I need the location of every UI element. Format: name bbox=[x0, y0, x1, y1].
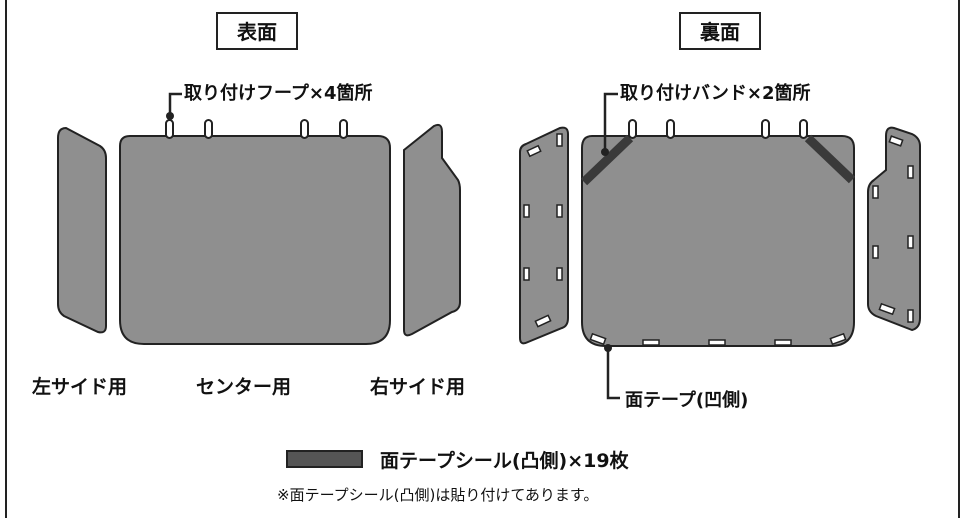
back-right-tapes bbox=[872, 135, 914, 323]
tape-bc-5 bbox=[829, 332, 847, 346]
tape-br-1 bbox=[888, 135, 904, 147]
tape-bc-4 bbox=[774, 339, 792, 346]
front-loop-4 bbox=[339, 119, 348, 139]
front-loop-3 bbox=[300, 119, 309, 139]
tape-bc-3 bbox=[708, 339, 726, 346]
tape-bl-5 bbox=[523, 267, 530, 281]
front-left-side-panel bbox=[57, 126, 107, 334]
front-center-panel bbox=[119, 135, 391, 345]
footer-note: ※面テープシール(凸側)は貼り付けてあります。 bbox=[277, 486, 599, 504]
tape-bl-7 bbox=[534, 314, 552, 328]
front-right-side-panel bbox=[403, 123, 461, 337]
tape-br-7 bbox=[907, 309, 914, 323]
center-caption: センター用 bbox=[196, 376, 292, 398]
back-loops bbox=[628, 119, 808, 139]
back-right-side-panel bbox=[867, 126, 921, 332]
front-loop-2 bbox=[204, 119, 213, 139]
tape-br-3 bbox=[872, 185, 879, 199]
back-loop-4 bbox=[799, 119, 808, 139]
tape-br-5 bbox=[872, 245, 879, 259]
back-center-panel bbox=[581, 135, 855, 347]
back-header: 裏面 bbox=[679, 12, 761, 50]
legend-label: 面テープシール(凸側)×19枚 bbox=[380, 450, 629, 472]
tape-bc-2 bbox=[642, 339, 660, 346]
back-loop-2 bbox=[666, 119, 675, 139]
tape-bl-2 bbox=[556, 133, 563, 147]
front-loop-1 bbox=[165, 119, 174, 139]
tape-br-6 bbox=[878, 302, 896, 316]
tape-leader-line bbox=[606, 350, 620, 400]
back-left-side-panel bbox=[519, 126, 569, 345]
tape-bl-4 bbox=[556, 204, 563, 218]
tape-bl-6 bbox=[556, 267, 563, 281]
tape-leader-dot bbox=[604, 344, 612, 352]
tape-br-4 bbox=[907, 235, 914, 249]
band-leader-line bbox=[603, 92, 618, 150]
band-right bbox=[804, 134, 856, 184]
left-side-caption: 左サイド用 bbox=[32, 376, 128, 398]
loop-callout-label: 取り付けフープ×4箇所 bbox=[184, 83, 373, 104]
loop-leader-dot bbox=[166, 112, 174, 120]
front-header: 表面 bbox=[216, 12, 298, 50]
back-bands bbox=[580, 134, 856, 186]
back-loop-3 bbox=[761, 119, 770, 139]
back-center-tapes bbox=[589, 332, 847, 346]
back-loop-1 bbox=[628, 119, 637, 139]
band-callout-label: 取り付けバンド×2箇所 bbox=[620, 83, 811, 104]
page-frame bbox=[5, 0, 960, 518]
loop-leader-line bbox=[168, 92, 182, 115]
front-loops bbox=[165, 119, 348, 139]
legend-swatch bbox=[286, 450, 363, 468]
band-left bbox=[580, 134, 634, 186]
tape-callout-label: 面テープ(凹側) bbox=[625, 390, 749, 411]
tape-bc-1 bbox=[589, 332, 607, 346]
band-leader-dot bbox=[601, 148, 609, 156]
back-left-tapes bbox=[523, 133, 563, 328]
tape-br-2 bbox=[907, 165, 914, 179]
right-side-caption: 右サイド用 bbox=[370, 376, 466, 398]
tape-bl-3 bbox=[523, 204, 530, 218]
tape-bl-1 bbox=[526, 144, 542, 158]
